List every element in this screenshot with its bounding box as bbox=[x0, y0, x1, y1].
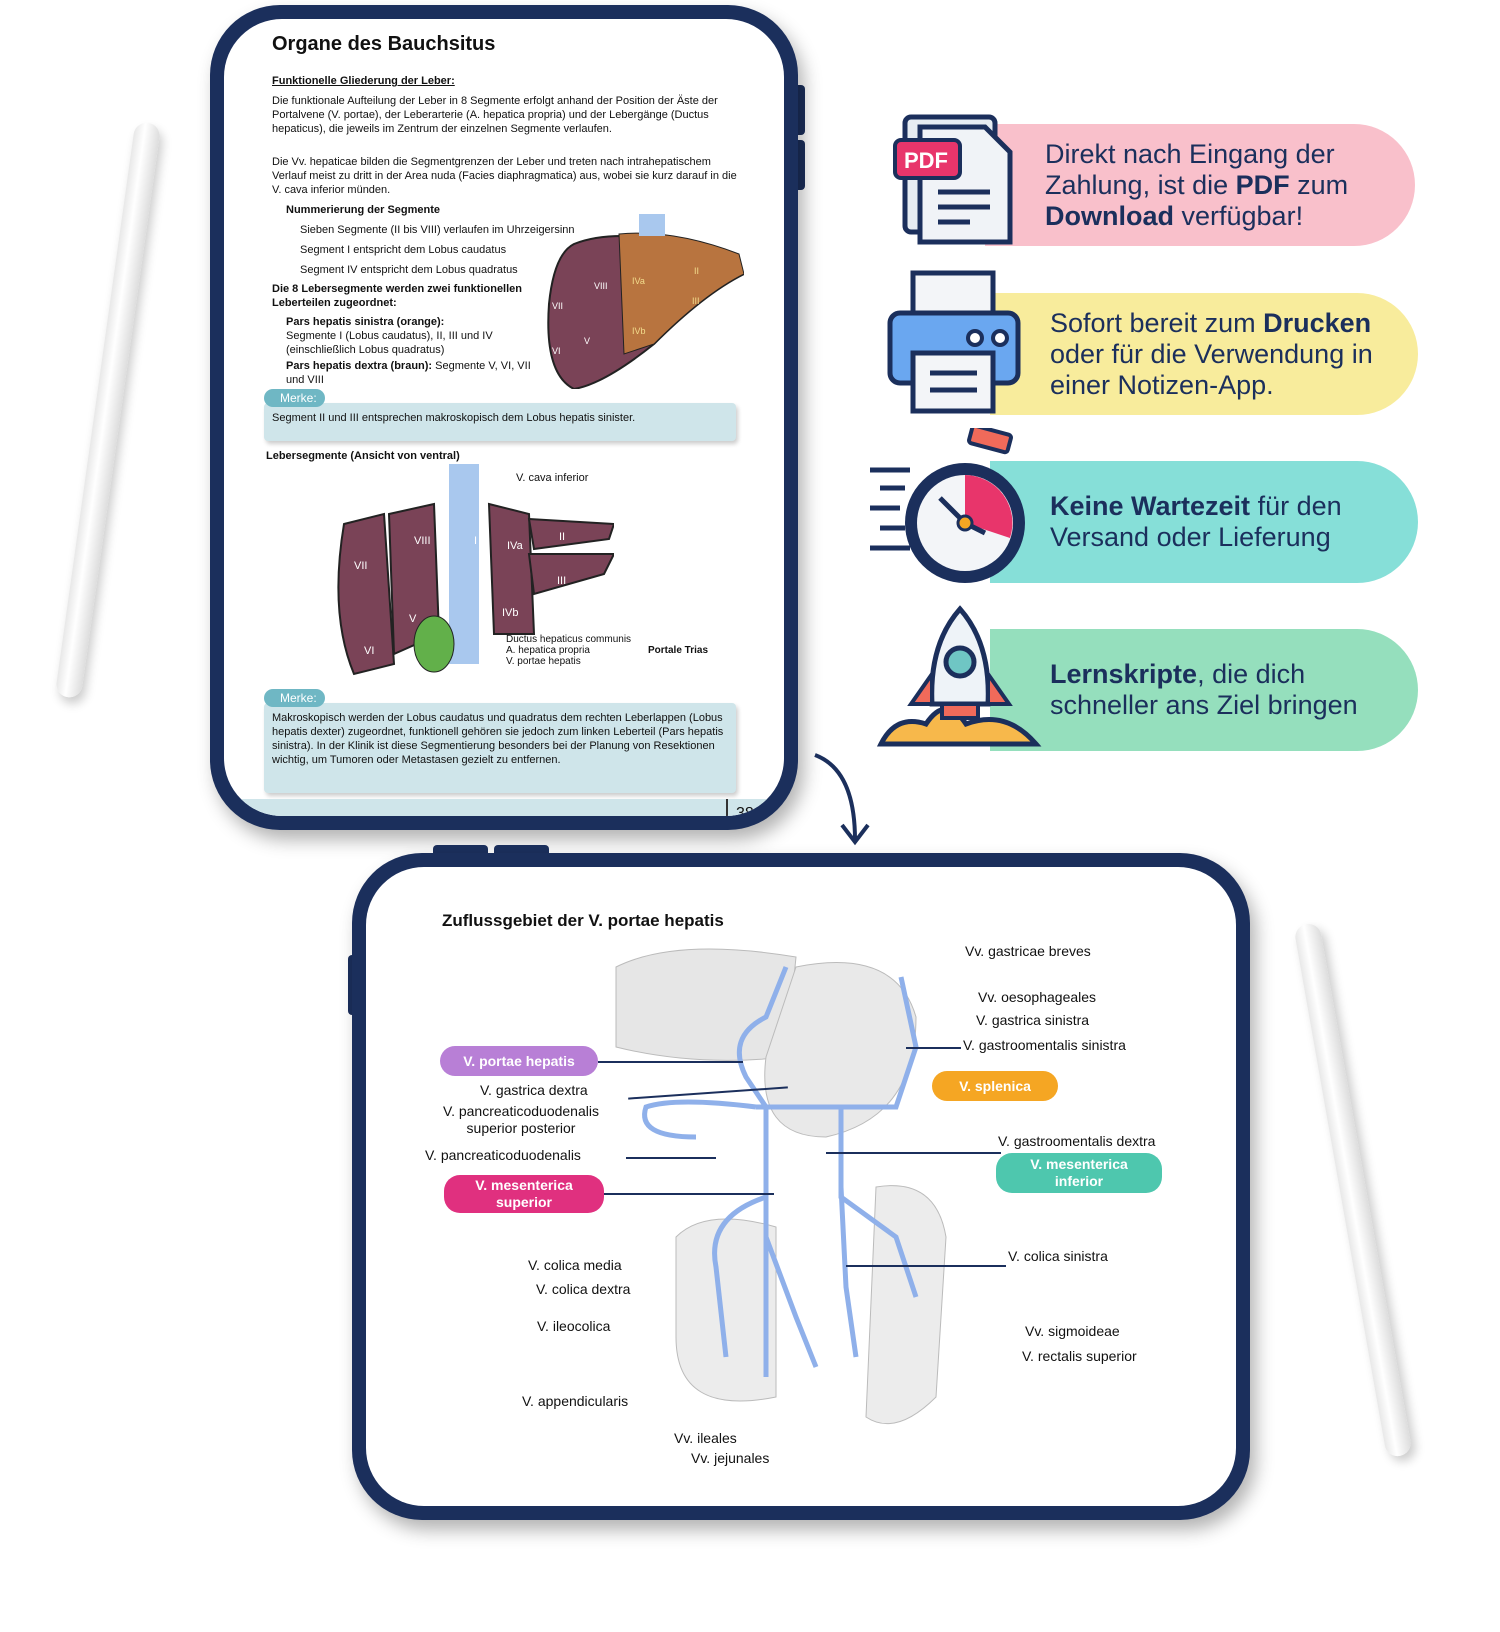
label-trias: A. hepatica propria bbox=[506, 645, 590, 656]
label-left: V. pancreaticoduodenalis bbox=[425, 1147, 581, 1163]
feature-rocket: Lernskripte, die dich schneller ans Ziel… bbox=[990, 629, 1418, 751]
svg-text:IVa: IVa bbox=[507, 540, 524, 552]
label-trias: V. portae hepatis bbox=[506, 656, 581, 667]
bullet-text: Segmente I (Lobus caudatus), II, III und… bbox=[286, 330, 493, 356]
svg-text:PDF: PDF bbox=[904, 148, 948, 173]
page-title: Zuflussgebiet der V. portae hepatis bbox=[442, 911, 724, 930]
portal-vein-diagram bbox=[615, 948, 947, 1425]
svg-text:V: V bbox=[409, 613, 417, 625]
label-left: V. colica media bbox=[528, 1257, 622, 1273]
pdf-icon: PDF bbox=[893, 114, 1013, 245]
label-left: V. gastrica dextra bbox=[480, 1082, 588, 1098]
svg-text:IVb: IVb bbox=[632, 326, 646, 336]
sub-bullet: Segment I entspricht dem Lobus caudatus bbox=[300, 244, 507, 256]
figure-title: Lebersegmente (Ansicht von ventral) bbox=[266, 450, 460, 462]
arrow-down-icon bbox=[814, 753, 870, 846]
page-title: Organe des Bauchsitus bbox=[272, 33, 496, 55]
tag-v-mesenterica-inferior: V. mesenterica inferior bbox=[996, 1153, 1162, 1193]
printer-icon bbox=[887, 270, 1021, 414]
label-portale-trias: Portale Trias bbox=[648, 645, 709, 656]
page-footer bbox=[224, 799, 784, 816]
bullet-text: Segmente V, VI, VII und VIII bbox=[286, 360, 531, 386]
svg-text:III: III bbox=[557, 575, 566, 587]
paragraph: Die 8 Lebersegmente werden zwei funktion… bbox=[272, 283, 523, 309]
svg-text:IVb: IVb bbox=[502, 607, 519, 619]
svg-text:I: I bbox=[474, 535, 477, 547]
tablet-page-liver: Organe des Bauchsitus Funktionelle Glied… bbox=[210, 5, 798, 830]
label-left: V. ileocolica bbox=[537, 1318, 611, 1334]
label-right: V. gastroomentalis dextra bbox=[998, 1133, 1156, 1149]
svg-text:VII: VII bbox=[552, 301, 563, 311]
merke-label: Merke: bbox=[264, 689, 325, 707]
svg-text:III: III bbox=[692, 296, 700, 306]
svg-text:VIII: VIII bbox=[594, 281, 608, 291]
tag-v-splenica: V. splenica bbox=[932, 1071, 1058, 1101]
merke-text: Segment II und III entsprechen makroskop… bbox=[272, 412, 636, 424]
label-left: V. pancreaticoduodenalis superior poster… bbox=[443, 1103, 599, 1136]
stylus-pencil bbox=[54, 121, 162, 699]
label-right: Vv. sigmoideae bbox=[1025, 1323, 1120, 1339]
merke-box: Segment II und III entsprechen makroskop… bbox=[264, 403, 736, 441]
stylus-pencil bbox=[1293, 921, 1413, 1459]
merke-label: Merke: bbox=[264, 389, 325, 407]
svg-text:VII: VII bbox=[354, 560, 367, 572]
label-cava: V. cava inferior bbox=[516, 472, 589, 484]
bullet: Pars hepatis dextra (braun): bbox=[286, 360, 433, 372]
svg-text:VI: VI bbox=[552, 346, 561, 356]
svg-text:VIII: VIII bbox=[414, 535, 431, 547]
svg-text:IVa: IVa bbox=[632, 276, 645, 286]
label-right: V. colica sinistra bbox=[1008, 1248, 1108, 1264]
bullet: Nummerierung der Segmente bbox=[286, 204, 441, 216]
label-right: V. gastrica sinistra bbox=[976, 1012, 1090, 1028]
label-left: V. colica dextra bbox=[536, 1281, 631, 1297]
svg-text:II: II bbox=[559, 531, 565, 543]
section-heading: Funktionelle Gliederung der Leber: bbox=[272, 75, 455, 87]
label-left: Vv. ileales bbox=[674, 1430, 737, 1446]
svg-text:V: V bbox=[584, 336, 590, 346]
merke-text: Makroskopisch werden der Lobus caudatus … bbox=[272, 712, 724, 766]
bullet: Pars hepatis sinistra (orange): bbox=[286, 316, 445, 328]
label-right: Vv. oesophageales bbox=[978, 989, 1097, 1005]
sub-bullet: Sieben Segmente (II bis VIII) verlaufen … bbox=[300, 224, 575, 236]
bullet-dextra: Pars hepatis dextra (braun): Segmente V,… bbox=[286, 359, 536, 387]
feature-pdf: Direkt nach Eingang der Zahlung, ist die… bbox=[985, 124, 1415, 246]
paragraph: Die Vv. hepaticae bilden die Segmentgren… bbox=[272, 156, 737, 196]
stopwatch-icon bbox=[870, 428, 1025, 583]
label-right: V. rectalis superior bbox=[1022, 1348, 1137, 1364]
feature-print: Sofort bereit zum Drucken oder für die V… bbox=[990, 293, 1418, 415]
tag-v-mesenterica-superior: V. mesenterica superior bbox=[444, 1175, 604, 1213]
label-right: V. gastroomentalis sinistra bbox=[963, 1037, 1126, 1053]
label-right: Vv. gastricae breves bbox=[965, 943, 1091, 959]
label-left: V. appendicularis bbox=[522, 1393, 629, 1409]
feature-no-wait: Keine Wartezeit für den Versand oder Lie… bbox=[990, 461, 1418, 583]
svg-text:VI: VI bbox=[364, 645, 374, 657]
paragraph: Die funktionale Aufteilung der Leber in … bbox=[272, 95, 718, 135]
label-left: Vv. jejunales bbox=[691, 1450, 770, 1466]
svg-text:II: II bbox=[694, 266, 699, 276]
merke-box: Makroskopisch werden der Lobus caudatus … bbox=[264, 703, 736, 793]
sub-bullet: Segment IV entspricht dem Lobus quadratu… bbox=[300, 264, 518, 276]
tablet-page-portal-vein: Zuflussgebiet der V. portae hepatis V. p… bbox=[352, 853, 1250, 1520]
rocket-icon bbox=[876, 605, 1042, 747]
page-number: 38 bbox=[736, 805, 754, 816]
tag-v-portae-hepatis: V. portae hepatis bbox=[440, 1046, 598, 1076]
label-trias: Ductus hepaticus communis bbox=[506, 634, 632, 645]
